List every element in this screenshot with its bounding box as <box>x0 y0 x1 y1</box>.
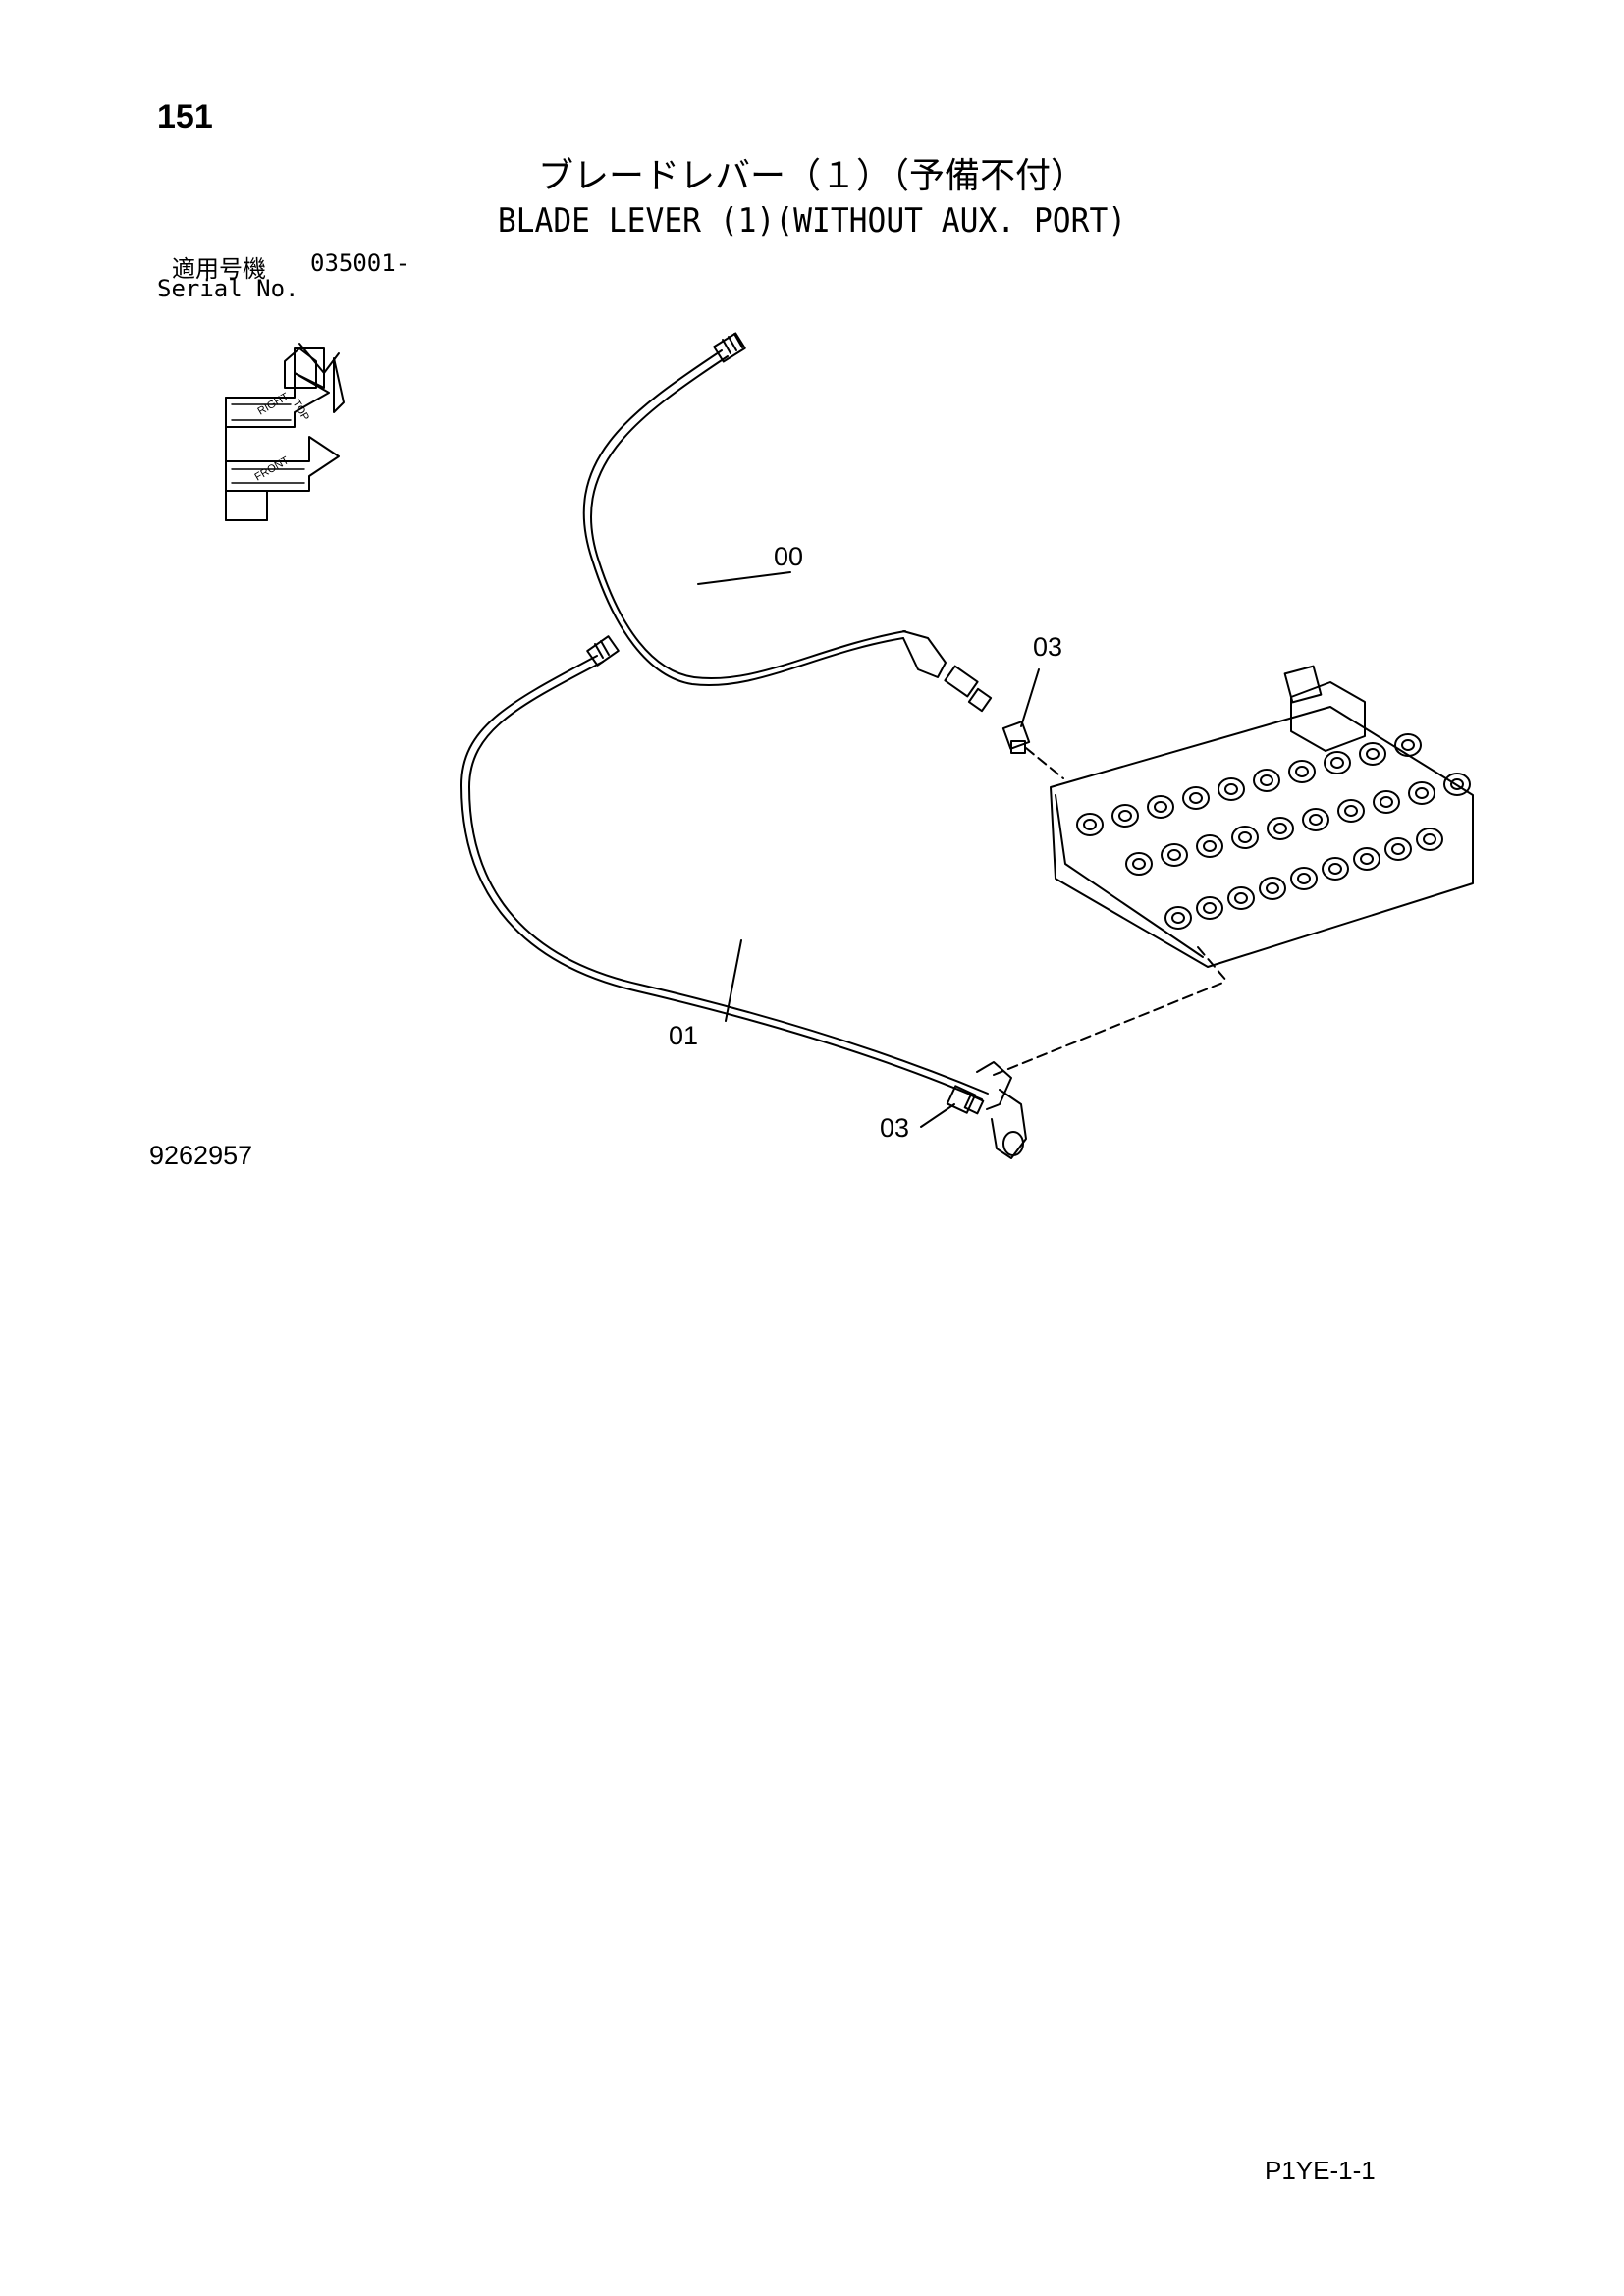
valve-port-bore <box>1450 778 1464 790</box>
valve-port-bore <box>1132 858 1146 870</box>
control-valve <box>1050 665 1474 968</box>
callout-03-upper: 03 <box>1033 632 1063 662</box>
valve-port <box>1359 742 1386 766</box>
valve-port-bore <box>1203 840 1217 852</box>
valve-port <box>1290 867 1318 890</box>
leader-01 <box>725 939 742 1022</box>
valve-port <box>1182 786 1210 810</box>
valve-port-bore <box>1238 831 1252 843</box>
valve-port-bore <box>1167 849 1181 861</box>
hose-01 <box>460 635 1027 1159</box>
valve-port-bore <box>1203 902 1217 914</box>
serial-range: 035001- <box>310 249 410 277</box>
valve-port <box>1125 852 1153 876</box>
hose-00 <box>582 332 993 713</box>
valve-port <box>1394 733 1422 757</box>
valve-port-bore <box>1328 863 1342 875</box>
valve-port <box>1227 886 1255 910</box>
valve-port-bore <box>1224 783 1238 795</box>
orientation-marker-icon <box>225 343 345 521</box>
valve-port <box>1337 799 1365 823</box>
leader-00 <box>697 571 791 585</box>
valve-port-bore <box>1330 757 1344 769</box>
valve-port-bore <box>1297 873 1311 884</box>
valve-port <box>1218 777 1245 801</box>
sheet-code: P1YE-1-1 <box>1265 2156 1376 2185</box>
valve-port <box>1231 826 1259 849</box>
title-japanese: ブレードレバー（１）（予備不付） <box>537 156 1086 196</box>
valve-port <box>1259 877 1286 900</box>
valve-port-bore <box>1401 739 1415 751</box>
serial-label-english: Serial No. <box>157 275 299 302</box>
valve-port-bore <box>1083 819 1097 830</box>
valve-port <box>1443 773 1471 796</box>
valve-port-bore <box>1260 774 1273 786</box>
valve-port-bore <box>1423 833 1436 845</box>
valve-port-bore <box>1266 882 1279 894</box>
drawing-number: 9262957 <box>149 1141 253 1170</box>
callout-01: 01 <box>669 1021 699 1050</box>
valve-port <box>1324 751 1351 774</box>
valve-port-bore <box>1366 748 1380 760</box>
dash-line-lower <box>993 981 1226 1076</box>
valve-port <box>1384 837 1412 861</box>
page-number: 151 <box>157 98 213 135</box>
valve-port <box>1408 781 1435 805</box>
valve-port-bore <box>1154 801 1167 813</box>
callout-00: 00 <box>774 542 804 571</box>
callout-03-lower: 03 <box>880 1113 910 1143</box>
valve-port <box>1267 817 1294 840</box>
valve-port-bore <box>1273 823 1287 834</box>
valve-port-bore <box>1189 792 1203 804</box>
valve-port <box>1302 808 1329 831</box>
valve-port <box>1161 843 1188 867</box>
orientation-label-top: TOP <box>290 399 311 423</box>
valve-port-bore <box>1344 805 1358 817</box>
valve-port <box>1322 857 1349 881</box>
valve-port-bore <box>1234 892 1248 904</box>
valve-port-bore <box>1118 810 1132 822</box>
valve-port <box>1147 795 1174 819</box>
valve-port-bore <box>1380 796 1393 808</box>
valve-port <box>1416 828 1443 851</box>
valve-port <box>1164 906 1192 930</box>
valve-port <box>1196 834 1223 858</box>
valve-port <box>1253 769 1280 792</box>
valve-port <box>1076 813 1104 836</box>
valve-port <box>1196 896 1223 920</box>
valve-port-bore <box>1309 814 1323 826</box>
valve-port-bore <box>1295 766 1309 777</box>
valve-port-bore <box>1391 843 1405 855</box>
valve-port <box>1288 760 1316 783</box>
valve-port-bore <box>1415 787 1429 799</box>
valve-port-bore <box>1360 853 1374 865</box>
fitting-03-lower <box>920 1085 985 1128</box>
fitting-03-upper <box>1001 668 1040 754</box>
valve-port-bore <box>1171 912 1185 924</box>
dash-line-upper <box>1025 747 1064 779</box>
title-english: BLADE LEVER (1)(WITHOUT AUX. PORT) <box>497 201 1127 240</box>
valve-port <box>1353 847 1380 871</box>
valve-port <box>1373 790 1400 814</box>
valve-port <box>1111 804 1139 828</box>
serial-label-japanese: 適用号機 <box>172 255 266 283</box>
